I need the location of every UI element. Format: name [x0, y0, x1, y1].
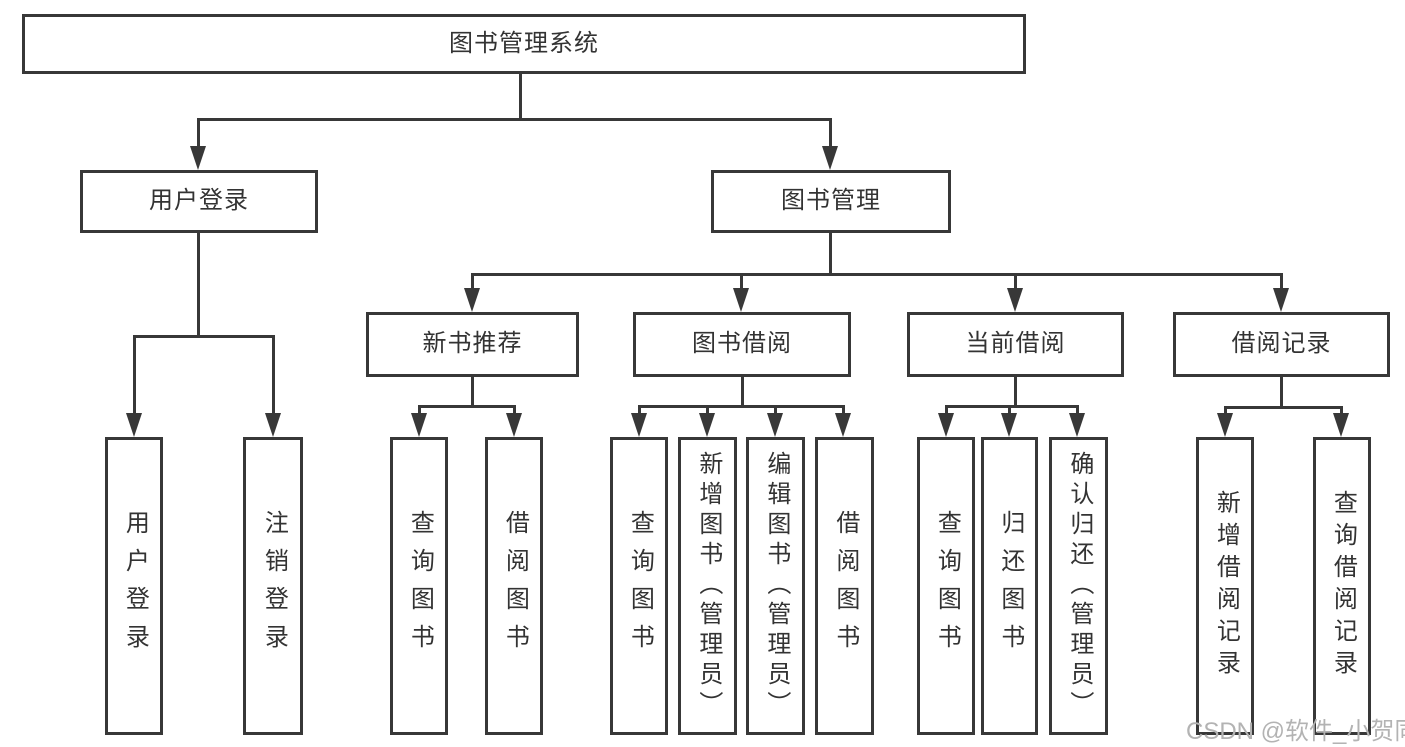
arrow-down-icon: [835, 413, 851, 437]
connector-line: [133, 335, 136, 413]
arrow-down-icon: [1001, 413, 1017, 437]
connector-line: [133, 335, 275, 338]
watermark: CSDN @软件_小贺同学: [1186, 718, 1405, 745]
connector-line: [1280, 273, 1283, 288]
leaf-query-books-borrowing: 查询图书: [610, 437, 668, 735]
node-label: 确认归还（管理员）: [1065, 451, 1093, 721]
leaf-logout: 注销登录: [243, 437, 303, 735]
connector-line: [774, 405, 777, 413]
leaf-add-borrow-record: 新增借阅记录: [1196, 437, 1254, 735]
connector-line: [1224, 406, 1343, 409]
connector-line: [842, 405, 845, 413]
arrow-down-icon: [190, 146, 206, 170]
arrow-down-icon: [265, 413, 281, 437]
arrow-down-icon: [126, 413, 142, 437]
leaf-borrow-books-borrowing: 借阅图书: [815, 437, 874, 735]
connector-line: [197, 118, 200, 146]
node-borrowing-records: 借阅记录: [1173, 312, 1390, 377]
arrow-down-icon: [1069, 413, 1085, 437]
node-label: 查询图书: [933, 510, 961, 662]
node-label: 用户登录: [121, 510, 149, 662]
leaf-borrow-books-recommend: 借阅图书: [485, 437, 543, 735]
connector-line: [829, 118, 832, 146]
node-label: 新书推荐: [422, 330, 523, 358]
connector-line: [513, 405, 516, 413]
arrow-down-icon: [822, 146, 838, 170]
arrow-down-icon: [1273, 288, 1289, 312]
node-label: 注销登录: [260, 510, 288, 662]
node-book-management: 图书管理: [711, 170, 951, 233]
connector-line: [945, 405, 948, 413]
node-label: 图书管理系统: [449, 29, 599, 57]
connector-line: [740, 273, 743, 288]
arrow-down-icon: [506, 413, 522, 437]
connector-line: [197, 233, 200, 338]
node-user-login-branch: 用户登录: [80, 170, 318, 233]
connector-line: [471, 273, 1282, 276]
connector-line: [471, 377, 474, 408]
connector-line: [1280, 377, 1283, 409]
connector-line: [1224, 406, 1227, 413]
arrow-down-icon: [411, 413, 427, 437]
connector-line: [1014, 377, 1017, 408]
connector-line: [1340, 406, 1343, 413]
node-label: 归还图书: [996, 510, 1024, 662]
node-label: 查询图书: [626, 510, 654, 662]
node-label: 编辑图书（管理员）: [762, 451, 790, 721]
node-label: 查询图书: [406, 510, 434, 662]
arrow-down-icon: [1333, 413, 1349, 437]
leaf-query-books-recommend: 查询图书: [390, 437, 448, 735]
node-new-book-recommend: 新书推荐: [366, 312, 579, 377]
node-label: 借阅记录: [1231, 330, 1332, 358]
arrow-down-icon: [1007, 288, 1023, 312]
leaf-confirm-return-admin: 确认归还（管理员）: [1049, 437, 1108, 735]
node-label: 查询借阅记录: [1329, 490, 1357, 682]
connector-line: [272, 335, 275, 413]
node-library-management-system: 图书管理系统: [22, 14, 1026, 74]
connector-line: [471, 273, 474, 288]
arrow-down-icon: [631, 413, 647, 437]
connector-line: [1008, 405, 1011, 413]
node-label: 新增借阅记录: [1212, 490, 1240, 682]
connector-line: [638, 405, 641, 413]
leaf-query-books-current: 查询图书: [917, 437, 975, 735]
leaf-return-books: 归还图书: [981, 437, 1038, 735]
connector-line: [945, 405, 1078, 408]
connector-line: [418, 405, 515, 408]
node-label: 新增图书（管理员）: [694, 451, 722, 721]
arrow-down-icon: [938, 413, 954, 437]
leaf-query-borrow-record: 查询借阅记录: [1313, 437, 1371, 735]
node-label: 借阅图书: [501, 510, 529, 662]
connector-line: [519, 74, 522, 121]
connector-line: [1014, 273, 1017, 288]
node-label: 用户登录: [149, 187, 249, 215]
arrow-down-icon: [767, 413, 783, 437]
connector-line: [418, 405, 421, 413]
arrow-down-icon: [464, 288, 480, 312]
node-label: 图书管理: [781, 187, 881, 215]
arrow-down-icon: [699, 413, 715, 437]
arrow-down-icon: [1217, 413, 1233, 437]
leaf-user-login: 用户登录: [105, 437, 163, 735]
node-label: 图书借阅: [692, 330, 792, 358]
node-label: 当前借阅: [965, 330, 1066, 358]
leaf-edit-books-admin: 编辑图书（管理员）: [746, 437, 805, 735]
connector-line: [706, 405, 709, 413]
connector-line: [638, 405, 844, 408]
connector-line: [741, 377, 744, 408]
connector-line: [829, 233, 832, 276]
connector-line: [1076, 405, 1079, 413]
node-current-borrowing: 当前借阅: [907, 312, 1124, 377]
arrow-down-icon: [733, 288, 749, 312]
node-book-borrowing: 图书借阅: [633, 312, 851, 377]
leaf-add-books-admin: 新增图书（管理员）: [678, 437, 737, 735]
connector-line: [197, 118, 832, 121]
node-label: 借阅图书: [831, 510, 859, 662]
